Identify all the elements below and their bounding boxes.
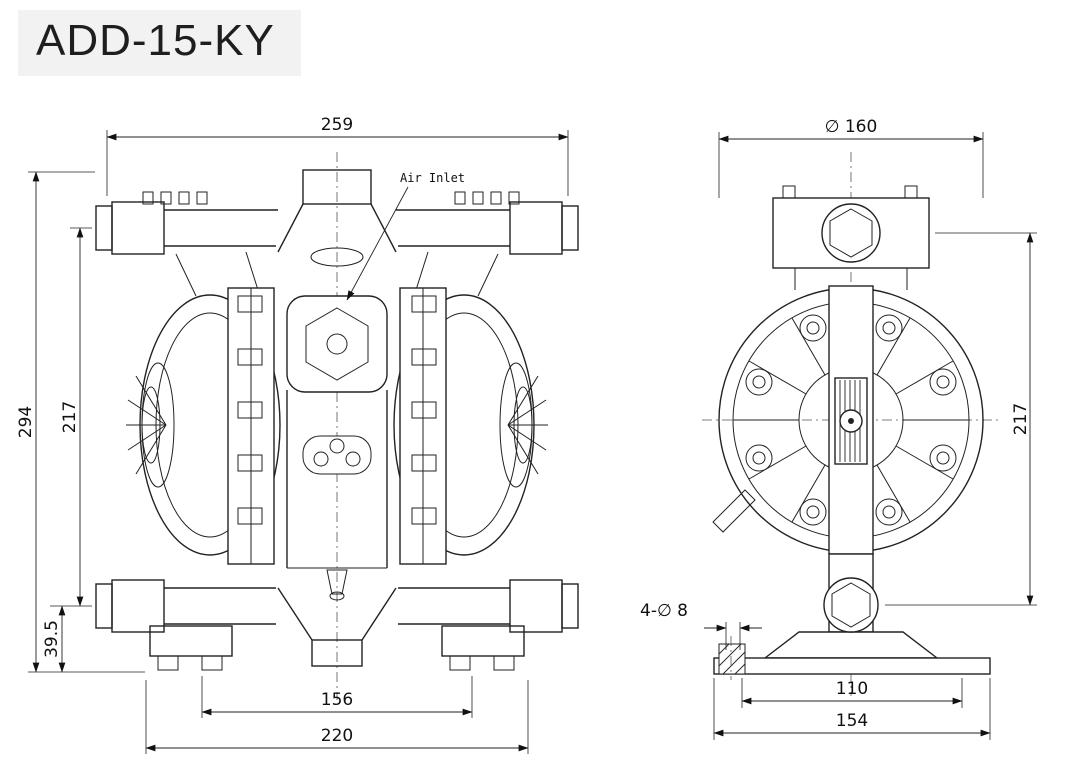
- dim-label-217-side: 217: [1011, 403, 1031, 435]
- front-right-chamber: [393, 287, 548, 565]
- dim-side-hole-spacing: 110: [741, 678, 963, 708]
- drawing-title: ADD-15-KY: [36, 16, 275, 65]
- front-center-body: [286, 295, 388, 601]
- dim-front-port-height: 217: [50, 227, 92, 607]
- front-air-inlet-port: [277, 169, 397, 267]
- dim-label-217-front: 217: [60, 401, 80, 433]
- front-left-chamber: [126, 287, 281, 565]
- side-bottom-port-base: [713, 553, 991, 680]
- dim-label-4-dia8: 4-∅ 8: [640, 601, 688, 621]
- front-bottom-manifold: [95, 579, 579, 667]
- side-top-hex-fitting: [829, 208, 873, 258]
- dim-front-overall-height: 294: [16, 171, 145, 673]
- dim-label-154: 154: [836, 711, 868, 731]
- dim-label-294: 294: [16, 406, 36, 438]
- side-top-port: [772, 185, 930, 290]
- air-inlet-annotation: Air Inlet: [346, 171, 465, 301]
- air-inlet-label: Air Inlet: [400, 171, 465, 185]
- dim-front-base-height: 39.5: [42, 605, 66, 673]
- front-feet: [149, 625, 525, 671]
- side-view: ∅ 160 217 4-∅ 8 110: [640, 117, 1037, 740]
- dim-label-259: 259: [321, 115, 353, 135]
- dim-front-foot-spacing-outer: 220: [145, 680, 529, 754]
- dim-front-foot-spacing-inner: 156: [201, 676, 473, 718]
- dim-label-220: 220: [321, 726, 353, 746]
- side-mount-foot-section: [718, 636, 746, 680]
- dim-label-110: 110: [836, 679, 868, 699]
- air-valve-hex-cap: [305, 307, 369, 381]
- side-bottom-hex-fitting: [831, 582, 871, 628]
- dim-front-overall-width: 259: [106, 115, 569, 196]
- drawing-title-block: ADD-15-KY: [18, 10, 301, 76]
- dim-label-156: 156: [321, 690, 353, 710]
- dim-side-base-width: 154: [713, 678, 991, 740]
- side-rim-bolts: [745, 314, 957, 526]
- dim-side-cover-diameter: ∅ 160: [718, 117, 984, 198]
- dim-label-39-5: 39.5: [42, 620, 62, 658]
- dim-side-port-height: 217: [885, 232, 1037, 606]
- front-view: Air Inlet 259 294 21: [16, 115, 579, 754]
- dim-side-mount-holes: 4-∅ 8: [640, 601, 762, 650]
- dim-label-dia160: ∅ 160: [825, 117, 878, 137]
- side-center-column: [828, 285, 874, 555]
- front-top-manifold: [95, 191, 579, 297]
- side-drain-spout: [712, 489, 756, 533]
